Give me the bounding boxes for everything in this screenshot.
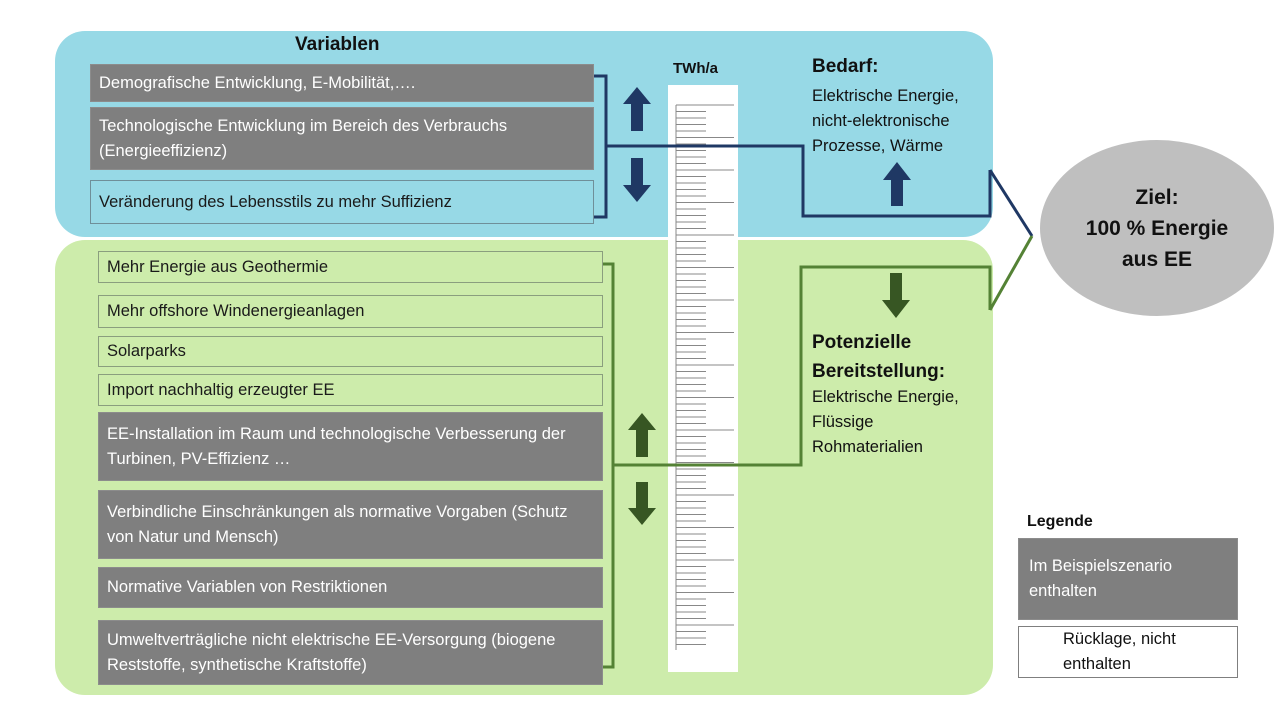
supply-item-installation: EE-Installation im Raum und technologisc… bbox=[98, 412, 603, 481]
supply-item-geothermal: Mehr Energie aus Geothermie bbox=[98, 251, 603, 283]
demand-up-arrow bbox=[623, 87, 651, 131]
demand-heading: Bedarf: bbox=[812, 56, 879, 77]
demand-line bbox=[606, 144, 992, 218]
demand-side-up-arrow bbox=[883, 162, 911, 206]
supply-bracket bbox=[603, 262, 615, 669]
demand-bracket bbox=[594, 74, 608, 219]
twh-gauge bbox=[668, 85, 738, 672]
supply-item-offshore-wind: Mehr offshore Windenergieanlagen bbox=[98, 295, 603, 328]
supply-item-non-electric: Umweltverträgliche nicht elektrische EE-… bbox=[98, 620, 603, 685]
supply-description: Elektrische Energie, Flüssige Rohmateria… bbox=[812, 388, 959, 456]
demand-item-demography: Demografische Entwicklung, E-Mobilität,…… bbox=[90, 64, 594, 102]
demand-item-lifestyle: Veränderung des Lebensstils zu mehr Suff… bbox=[90, 180, 594, 224]
demand-item-technology: Technologische Entwicklung im Bereich de… bbox=[90, 107, 594, 170]
variables-title: Variablen bbox=[295, 34, 380, 55]
legend-title: Legende bbox=[1027, 513, 1093, 530]
gauge-scale bbox=[675, 104, 734, 650]
supply-heading: Potenzielle Bereitstellung: bbox=[812, 332, 946, 382]
goal-text: Ziel: 100 % Energie aus EE bbox=[1085, 185, 1229, 271]
supply-item-solar-parks: Solarparks bbox=[98, 336, 603, 367]
supply-to-goal-line bbox=[988, 235, 1034, 311]
supply-up-arrow bbox=[628, 413, 656, 457]
demand-to-goal-line bbox=[988, 169, 1034, 237]
supply-item-normative: Normative Variablen von Restriktionen bbox=[98, 567, 603, 608]
supply-down-arrow bbox=[628, 482, 656, 525]
gauge-unit-label: TWh/a bbox=[673, 60, 718, 77]
supply-item-restrictions: Verbindliche Einschränkungen als normati… bbox=[98, 490, 603, 559]
demand-description: Elektrische Energie, nicht-elektronische… bbox=[812, 87, 959, 155]
goal-ellipse: Ziel: 100 % Energie aus EE bbox=[1040, 140, 1274, 316]
supply-item-import: Import nachhaltig erzeugter EE bbox=[98, 374, 603, 406]
legend-included-box: Im Beispielszenario enthalten bbox=[1018, 538, 1238, 620]
demand-down-arrow bbox=[623, 158, 651, 202]
legend-reserve-box: Rücklage, nicht enthalten bbox=[1018, 626, 1238, 678]
supply-line bbox=[613, 265, 992, 467]
supply-side-down-arrow bbox=[882, 273, 910, 318]
